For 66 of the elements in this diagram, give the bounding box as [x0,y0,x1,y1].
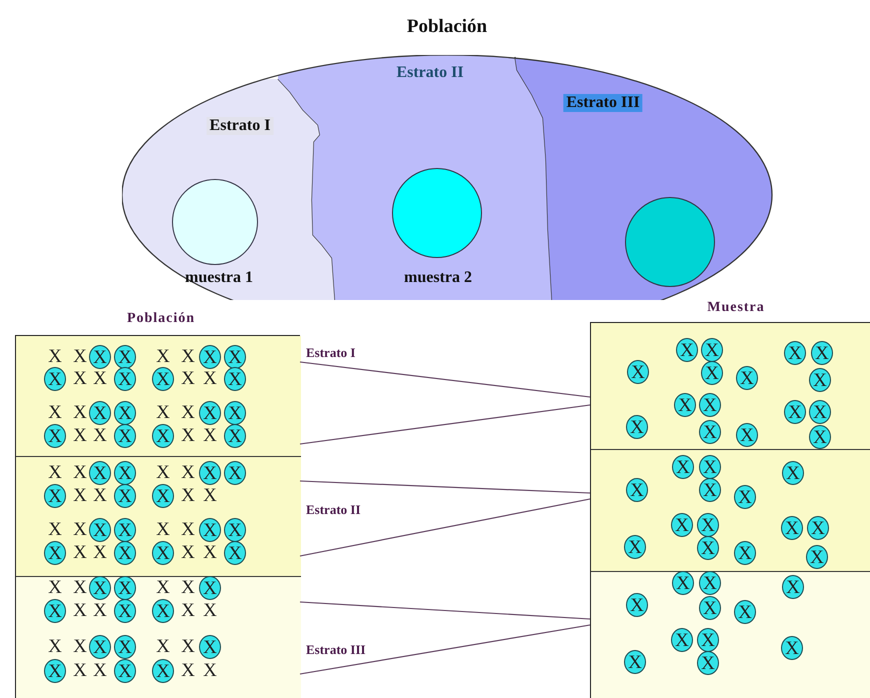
letter-mark: X [180,541,196,565]
letter-mark: X [72,599,88,623]
caption-label: muestra 2 [404,269,472,287]
connector-line [300,480,590,494]
letter-mark: X [180,659,196,683]
letter-mark: X [47,401,63,425]
caption-label: Estrato III [306,642,366,658]
connector-line [300,601,590,620]
letter-mark: X [72,635,88,659]
stratum-band [591,571,870,698]
letter-mark: X [202,541,218,565]
caption-label: Estrato I [306,345,356,361]
letter-mark: X [92,659,108,683]
letter-mark: X [180,367,196,391]
letter-mark: X [92,541,108,565]
letter-mark: X [72,484,88,508]
letter-mark: X [92,484,108,508]
connector-line [300,361,590,398]
letter-mark: X [72,659,88,683]
heading: Población [406,16,488,38]
letter-mark: X [155,461,171,485]
letter-mark: X [202,424,218,448]
letter-mark: X [47,576,63,600]
letter-mark: X [92,424,108,448]
letter-mark: X [180,576,196,600]
connector-line [300,498,590,557]
letter-mark: X [202,484,218,508]
letter-mark: X [180,461,196,485]
letter-mark: X [180,599,196,623]
letter-mark: X [92,599,108,623]
letter-mark: X [47,635,63,659]
letter-mark: X [47,461,63,485]
letter-mark: X [47,518,63,542]
letter-mark: X [155,345,171,369]
letter-mark: X [202,367,218,391]
letter-mark: X [92,367,108,391]
letter-mark: X [180,518,196,542]
region-label: Estrato III [563,94,643,112]
letter-mark: X [72,518,88,542]
letter-mark: X [180,401,196,425]
letter-mark: X [155,401,171,425]
letter-mark: X [72,367,88,391]
letter-mark: X [155,635,171,659]
letter-mark: X [72,541,88,565]
caption-label: Estrato II [306,502,361,518]
letter-mark: X [180,345,196,369]
region-label: Estrato I [206,117,274,135]
letter-mark: X [47,345,63,369]
letter-mark: X [72,401,88,425]
heading: Población [126,311,196,327]
letter-mark: X [72,345,88,369]
letter-mark: X [180,635,196,659]
letter-mark: X [72,424,88,448]
connector-line [300,404,590,445]
letter-mark: X [155,576,171,600]
connector-line [300,624,590,675]
heading: Muestra [707,300,765,316]
letter-mark: X [202,659,218,683]
letter-mark: X [180,424,196,448]
letter-mark: X [180,484,196,508]
letter-mark: X [72,576,88,600]
caption-label: muestra 1 [185,269,253,287]
letter-mark: X [155,518,171,542]
region-label: Estrato II [396,64,464,82]
letter-mark: X [202,599,218,623]
letter-mark: X [72,461,88,485]
